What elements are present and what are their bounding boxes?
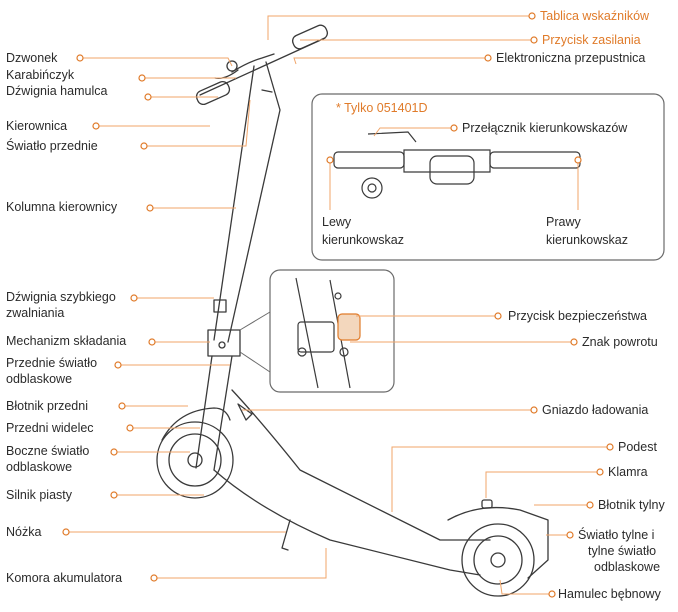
- deck-top: [231, 389, 491, 541]
- label-hamulec: Hamulec bębnowy: [558, 587, 661, 601]
- rear-wheel: [461, 523, 535, 597]
- label-przedni-widelec: Przedni widelec: [6, 421, 94, 435]
- dot-kolumna: [146, 204, 154, 212]
- label-przelacznik: Przełącznik kierunkowskazów: [462, 121, 628, 135]
- label-tylne-1: Światło tylne i: [578, 528, 655, 542]
- deck-bottom: [213, 469, 481, 576]
- stem-right: [227, 61, 281, 343]
- leader-dots: [62, 12, 614, 598]
- folding-inset-box: [269, 269, 395, 393]
- dot-gniazdo: [530, 406, 538, 414]
- label-znak-powrotu: Znak powrotu: [582, 335, 658, 349]
- label-blotnik-przedni: Błotnik przedni: [6, 399, 88, 413]
- label-przepustnica: Elektroniczna przepustnica: [496, 51, 646, 65]
- dot-dzwonek: [76, 54, 84, 62]
- label-mechanizm: Mechanizm składania: [6, 334, 127, 348]
- dot-przednie-odblask: [114, 361, 122, 369]
- label-kierownica: Kierownica: [6, 119, 68, 133]
- label-tylko: * Tylko 051401D: [336, 101, 428, 115]
- scooter-drawing: [156, 24, 549, 597]
- kickstand: [281, 519, 291, 551]
- brake-lever: [214, 69, 239, 79]
- label-prawy-1: Prawy: [546, 215, 581, 229]
- dot-bezpieczenstwa: [494, 312, 502, 320]
- label-dzwonek: Dzwonek: [6, 51, 58, 65]
- label-karabinczyk: Karabińczyk: [6, 68, 75, 82]
- label-swiatlo-przednie: Światło przednie: [6, 139, 98, 153]
- label-nozka: Nóżka: [6, 525, 42, 539]
- dot-boczne: [110, 448, 118, 456]
- label-dzwignia-szybkiego-2: zwalniania: [6, 306, 65, 320]
- dot-przedni-widelec: [126, 424, 134, 432]
- label-lewy-1: Lewy: [322, 215, 352, 229]
- dot-dzwignia-szybkiego: [130, 294, 138, 302]
- label-lewy-2: kierunkowskaz: [322, 233, 404, 247]
- dot-swiatlo-przednie: [140, 142, 148, 150]
- dot-znak-powrotu: [570, 338, 578, 346]
- dot-karabinczyk: [138, 74, 146, 82]
- stem-left: [213, 65, 255, 341]
- dot-lewy: [326, 156, 334, 164]
- folding-inset-drawing: [295, 277, 361, 389]
- dot-podest: [606, 443, 614, 451]
- label-podest: Podest: [618, 440, 657, 454]
- leader-lines: [66, 15, 610, 595]
- handlebar-inset-box: [311, 93, 665, 261]
- dot-dzwignia-hamulca: [144, 93, 152, 101]
- dot-klamra: [596, 468, 604, 476]
- label-blotnik-tylny: Błotnik tylny: [598, 498, 665, 512]
- dot-nozka: [62, 528, 70, 536]
- dot-prawy: [574, 156, 582, 164]
- label-boczne-1: Boczne światło: [6, 444, 90, 458]
- label-przednie-odblask-2: odblaskowe: [6, 372, 73, 386]
- dot-tablica: [528, 12, 536, 20]
- front-wheel: [156, 421, 234, 499]
- label-dzwignia-hamulca: Dźwignia hamulca: [6, 84, 108, 98]
- label-silnik: Silnik piasty: [6, 488, 72, 502]
- label-klamra: Klamra: [608, 465, 648, 479]
- label-komora: Komora akumulatora: [6, 571, 123, 585]
- dot-blotnik-tylny: [586, 501, 594, 509]
- label-prawy-2: kierunkowskaz: [546, 233, 628, 247]
- label-przednie-odblask-1: Przednie światło: [6, 356, 98, 370]
- dot-hamulec: [548, 590, 556, 598]
- dot-kierownica: [92, 122, 100, 130]
- dot-przepustnica: [484, 54, 492, 62]
- front-mudguard: [161, 407, 231, 441]
- dot-blotnik-przedni: [118, 402, 126, 410]
- label-gniazdo: Gniazdo ładowania: [542, 403, 649, 417]
- label-dzwignia-szybkiego-1: Dźwignia szybkiego: [6, 290, 116, 304]
- dot-przycisk-zasilania: [530, 36, 538, 44]
- label-bezpieczenstwa: Przycisk bezpieczeństwa: [508, 309, 647, 323]
- rear-mudguard: [447, 506, 549, 579]
- dot-silnik: [110, 491, 118, 499]
- label-tylne-2: tylne światło: [588, 544, 657, 558]
- label-boczne-2: odblaskowe: [6, 460, 73, 474]
- label-tablica: Tablica wskaźników: [540, 9, 650, 23]
- dot-komora: [150, 574, 158, 582]
- dot-przelacznik: [450, 124, 458, 132]
- handlebar-inset-drawing: [333, 131, 581, 199]
- label-kolumna: Kolumna kierownicy: [6, 200, 118, 214]
- label-tylne-3: odblaskowe: [594, 560, 661, 574]
- dot-mechanizm: [148, 338, 156, 346]
- label-przycisk-zasilania: Przycisk zasilania: [542, 33, 641, 47]
- dot-tylne: [566, 531, 574, 539]
- front-fork: [195, 355, 213, 469]
